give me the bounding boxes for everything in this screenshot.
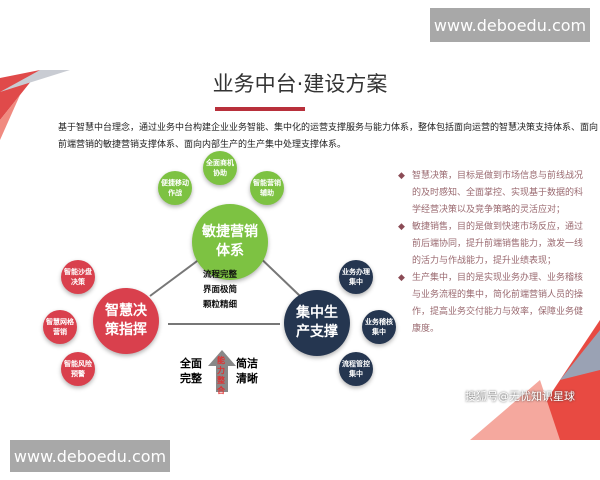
arrow-left-text: 全面完整 — [180, 357, 202, 385]
red-sub-3: 智能风险预警 — [61, 352, 95, 386]
bullet-list: ◆智慧决策，目标是做到市场信息与前线战况的及时感知、全面掌控、实现基于数据的科学… — [398, 168, 590, 338]
navy-sub-1: 业务办理集中 — [339, 260, 373, 294]
green-sub-3: 智能营销辅助 — [250, 171, 284, 205]
navy-sub-2: 业务稽核集中 — [362, 310, 396, 344]
watermark-top: www.deboedu.com — [430, 8, 590, 42]
watermark-bottom: www.deboedu.com — [10, 440, 170, 472]
arrow-label: 能力整合 — [217, 356, 225, 395]
center-text-3: 颗粒精细 — [202, 300, 237, 310]
navy-main-circle: 集中生产支撑 — [284, 290, 350, 356]
arrow-right-text: 简洁清晰 — [236, 357, 258, 385]
green-sub-2: 便捷移动作战 — [158, 171, 192, 205]
center-text-1: 流程完整 — [202, 270, 237, 280]
bullet-item: ◆生产集中，目的是实现业务办理、业务稽核与业务流程的集中，简化前端营销人员的操作… — [398, 273, 584, 334]
center-text-2: 界面极简 — [202, 285, 237, 295]
red-sub-1: 智能沙盘决策 — [61, 260, 95, 294]
green-main-circle: 敏捷营销体系 — [192, 204, 268, 280]
credit-watermark: 搜狐号@无忧知识星球 — [465, 390, 575, 403]
bullet-item: ◆敏捷销售，目的是做到快速市场反应，通过前后端协同，提升前端销售能力，激发一线的… — [398, 222, 584, 266]
green-sub-1: 全面商机协助 — [203, 151, 237, 185]
title-underline — [215, 107, 305, 111]
intro-text: 基于智慧中台理念，通过业务中台构建企业业务智能、集中化的运营支撑服务与能力体系，… — [58, 123, 599, 150]
navy-sub-3: 流程管控集中 — [339, 352, 373, 386]
page-title: 业务中台·建设方案 — [212, 72, 388, 96]
red-main-circle: 智慧决策指挥 — [93, 288, 159, 354]
bullet-item: ◆智慧决策，目标是做到市场信息与前线战况的及时感知、全面掌控、实现基于数据的科学… — [398, 171, 584, 215]
red-sub-2: 智慧网格营销 — [43, 310, 77, 344]
